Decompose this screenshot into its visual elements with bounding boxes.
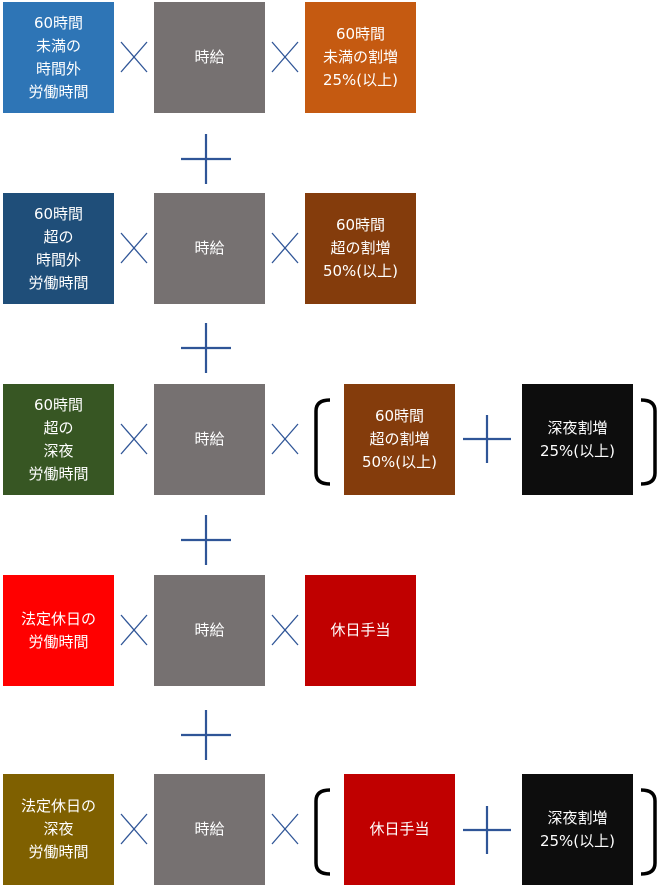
close-paren-icon (640, 788, 657, 876)
premium-box-row4: 休日手当 (305, 575, 416, 686)
times-icon (120, 614, 148, 646)
open-paren-icon (314, 398, 331, 486)
hours-box-row4: 法定休日の 労働時間 (3, 575, 114, 686)
plus-icon (463, 415, 511, 463)
plus-icon (181, 134, 231, 184)
times-icon (120, 41, 148, 73)
times-icon (271, 423, 299, 455)
hours-box-row3: 60時間 超の 深夜 労働時間 (3, 384, 114, 495)
times-icon (271, 614, 299, 646)
plus-icon (181, 710, 231, 760)
premium-box-row2: 60時間 超の割増 50%(以上) (305, 193, 416, 304)
hourly-rate-box-row4: 時給 (154, 575, 265, 686)
hourly-rate-box-row1: 時給 (154, 2, 265, 113)
hourly-rate-box-row3: 時給 (154, 384, 265, 495)
times-icon (120, 813, 148, 845)
close-paren-icon (640, 398, 657, 486)
hourly-rate-box-row2: 時給 (154, 193, 265, 304)
hours-box-row5: 法定休日の 深夜 労働時間 (3, 774, 114, 885)
times-icon (271, 41, 299, 73)
open-paren-icon (314, 788, 331, 876)
plus-icon (463, 806, 511, 854)
plus-icon (181, 323, 231, 373)
times-icon (120, 232, 148, 264)
times-icon (120, 423, 148, 455)
night-premium-box-row5: 深夜割増 25%(以上) (522, 774, 633, 885)
times-icon (271, 232, 299, 264)
plus-icon (181, 515, 231, 565)
premium-box-row5: 休日手当 (344, 774, 455, 885)
night-premium-box-row3: 深夜割増 25%(以上) (522, 384, 633, 495)
hours-box-row2: 60時間 超の 時間外 労働時間 (3, 193, 114, 304)
times-icon (271, 813, 299, 845)
hours-box-row1: 60時間 未満の 時間外 労働時間 (3, 2, 114, 113)
premium-box-row1: 60時間 未満の割増 25%(以上) (305, 2, 416, 113)
premium-box-row3: 60時間 超の割増 50%(以上) (344, 384, 455, 495)
hourly-rate-box-row5: 時給 (154, 774, 265, 885)
